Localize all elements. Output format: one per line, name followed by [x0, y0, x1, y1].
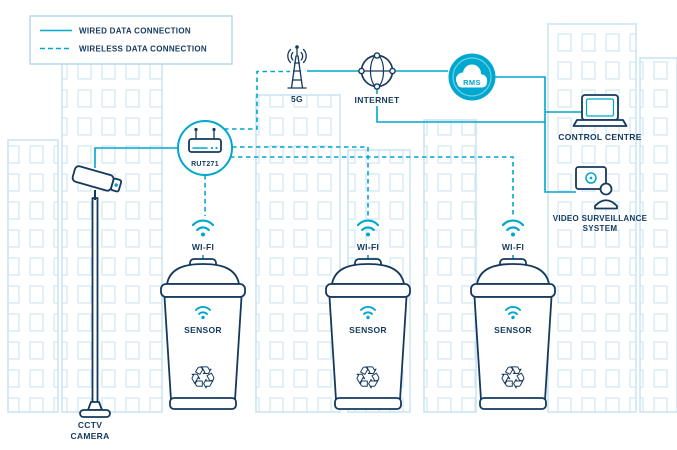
cctv-label-line2: CAMERA: [70, 431, 109, 441]
bin-icon: [470, 258, 556, 410]
camera-pole: [91, 197, 99, 411]
connection-lines: [94, 70, 582, 216]
rms-node: RMS: [448, 53, 496, 101]
internet-node: INTERNET: [352, 52, 402, 106]
tower-5g-label: 5G: [291, 94, 303, 104]
cloud-icon: [456, 64, 488, 88]
recycle-icon: ♻: [355, 362, 382, 395]
video-surveillance-label-line2: SYSTEM: [583, 224, 618, 233]
rms-inner-ring: [452, 57, 492, 97]
bin-icon: [160, 258, 246, 410]
wifi-label: WI-FI: [192, 242, 214, 252]
building-silhouette: [255, 94, 341, 413]
laptop-icon: [572, 94, 628, 127]
building-silhouette: [423, 119, 477, 413]
cctv-label-line1: CCTV: [78, 420, 102, 430]
label-backdrop: [352, 94, 402, 106]
wireless-router-bin2: [232, 146, 369, 216]
building-silhouette: [61, 29, 163, 413]
wire-cctv-router: [94, 147, 178, 168]
smart-bin-1: WI-FI SENSOR ♻: [160, 219, 246, 410]
legend-item-wired: WIRED DATA CONNECTION: [40, 27, 191, 36]
wifi-icon: [191, 219, 215, 237]
video-surveillance-label-line1: VIDEO SURVEILLANCE: [553, 214, 648, 223]
wifi-icon: [501, 219, 525, 237]
legend-label-wireless: WIRELESS DATA CONNECTION: [79, 45, 207, 54]
wifi-label: WI-FI: [502, 242, 524, 252]
wifi-icon: [356, 219, 380, 237]
wireless-router-5g: [224, 70, 290, 130]
legend-box: [29, 15, 233, 65]
legend-item-wireless: WIRELESS DATA CONNECTION: [40, 45, 207, 54]
sensor-icon: [195, 306, 211, 320]
cctv-camera-node: CCTV CAMERA: [70, 165, 123, 441]
building-silhouette: [639, 57, 677, 413]
router-icon: [188, 127, 222, 153]
sensor-label: SENSOR: [494, 325, 532, 335]
pole-base: [79, 409, 111, 418]
building-silhouette: [547, 23, 637, 413]
cctv-camera-icon: [71, 165, 123, 193]
wifi-label: WI-FI: [357, 242, 379, 252]
surveillance-camera-icon: [575, 166, 607, 190]
tower-5g-node: 5G: [287, 45, 307, 104]
router-label: RUT271: [191, 161, 219, 168]
smart-bin-2: WI-FI SENSOR ♻: [325, 219, 411, 410]
video-surveillance-node: VIDEO SURVEILLANCE SYSTEM: [553, 166, 648, 233]
sensor-icon: [360, 306, 376, 320]
recycle-icon: ♻: [190, 362, 217, 395]
sensor-label: SENSOR: [349, 325, 387, 335]
wire-rms-to-endpoints: [495, 76, 576, 193]
recycle-icon: ♻: [500, 362, 527, 395]
antenna-5g-icon: [287, 45, 307, 89]
legend: WIRED DATA CONNECTION WIRELESS DATA CONN…: [29, 15, 233, 65]
control-centre-label: CONTROL CENTRE: [558, 132, 641, 142]
router-node: RUT271: [177, 120, 233, 176]
pole-base-flare: [87, 401, 103, 411]
wireless-router-bin3: [230, 156, 514, 216]
sensor-label: SENSOR: [184, 325, 222, 335]
building-silhouette: [7, 139, 59, 413]
operator-icon: [594, 182, 618, 210]
legend-label-wired: WIRED DATA CONNECTION: [79, 27, 191, 36]
control-centre-node: CONTROL CENTRE: [558, 94, 641, 142]
bin-icon: [325, 258, 411, 410]
globe-icon: [358, 52, 396, 90]
sensor-icon: [505, 306, 521, 320]
internet-label: INTERNET: [355, 95, 400, 105]
smart-bin-3: WI-FI SENSOR ♻: [470, 219, 556, 410]
rms-label: RMS: [463, 78, 481, 87]
